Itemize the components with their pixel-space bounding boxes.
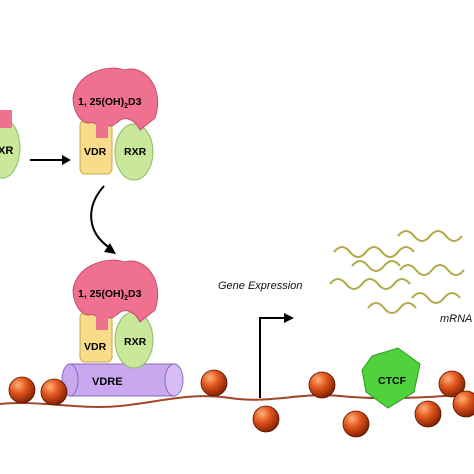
nucleosome <box>40 378 68 406</box>
rxr-label-top: RXR <box>124 146 147 158</box>
vdre-label: VDRE <box>92 376 123 388</box>
ligand-label-top: 1, 25(OH)2D3 <box>78 96 142 110</box>
nucleosome <box>308 371 336 399</box>
nucleosome <box>452 390 474 418</box>
ctcf-protein: CTCF <box>361 347 421 409</box>
rxr-block-top <box>114 123 154 181</box>
nucleosome <box>438 370 466 398</box>
ligand-shape-bottom <box>72 259 159 323</box>
nucleosome <box>200 369 228 397</box>
nucleosomes <box>8 369 474 438</box>
transcription-start-arrow <box>259 313 294 398</box>
vdr-label-bottom: VDR <box>84 341 107 353</box>
vdre-element: VDRE <box>61 363 184 397</box>
rxr-label-bottom: RXR <box>124 336 147 348</box>
rxr-label-partial: XR <box>0 145 13 157</box>
ligand-shape-top <box>72 67 159 131</box>
nucleosome <box>342 410 370 438</box>
curved-arrow-down <box>90 185 116 254</box>
ctcf-label: CTCF <box>378 375 407 387</box>
arrow-to-complex <box>30 155 71 165</box>
partial-complex-left: XR <box>0 110 21 179</box>
ligand-label-bottom: 1, 25(OH)2D3 <box>78 288 142 302</box>
bottom-complex: 1, 25(OH)2D3 VDR RXR <box>72 259 159 369</box>
nucleosome <box>8 376 36 404</box>
mrna-label: mRNA <box>440 313 472 325</box>
top-complex: 1, 25(OH)2D3 VDR RXR <box>72 67 159 181</box>
nucleosome <box>252 405 280 433</box>
nucleosome <box>414 400 442 428</box>
vdr-label-top: VDR <box>84 146 107 158</box>
mrna-strands <box>329 230 465 314</box>
gene-expression-label: Gene Expression <box>218 280 302 292</box>
